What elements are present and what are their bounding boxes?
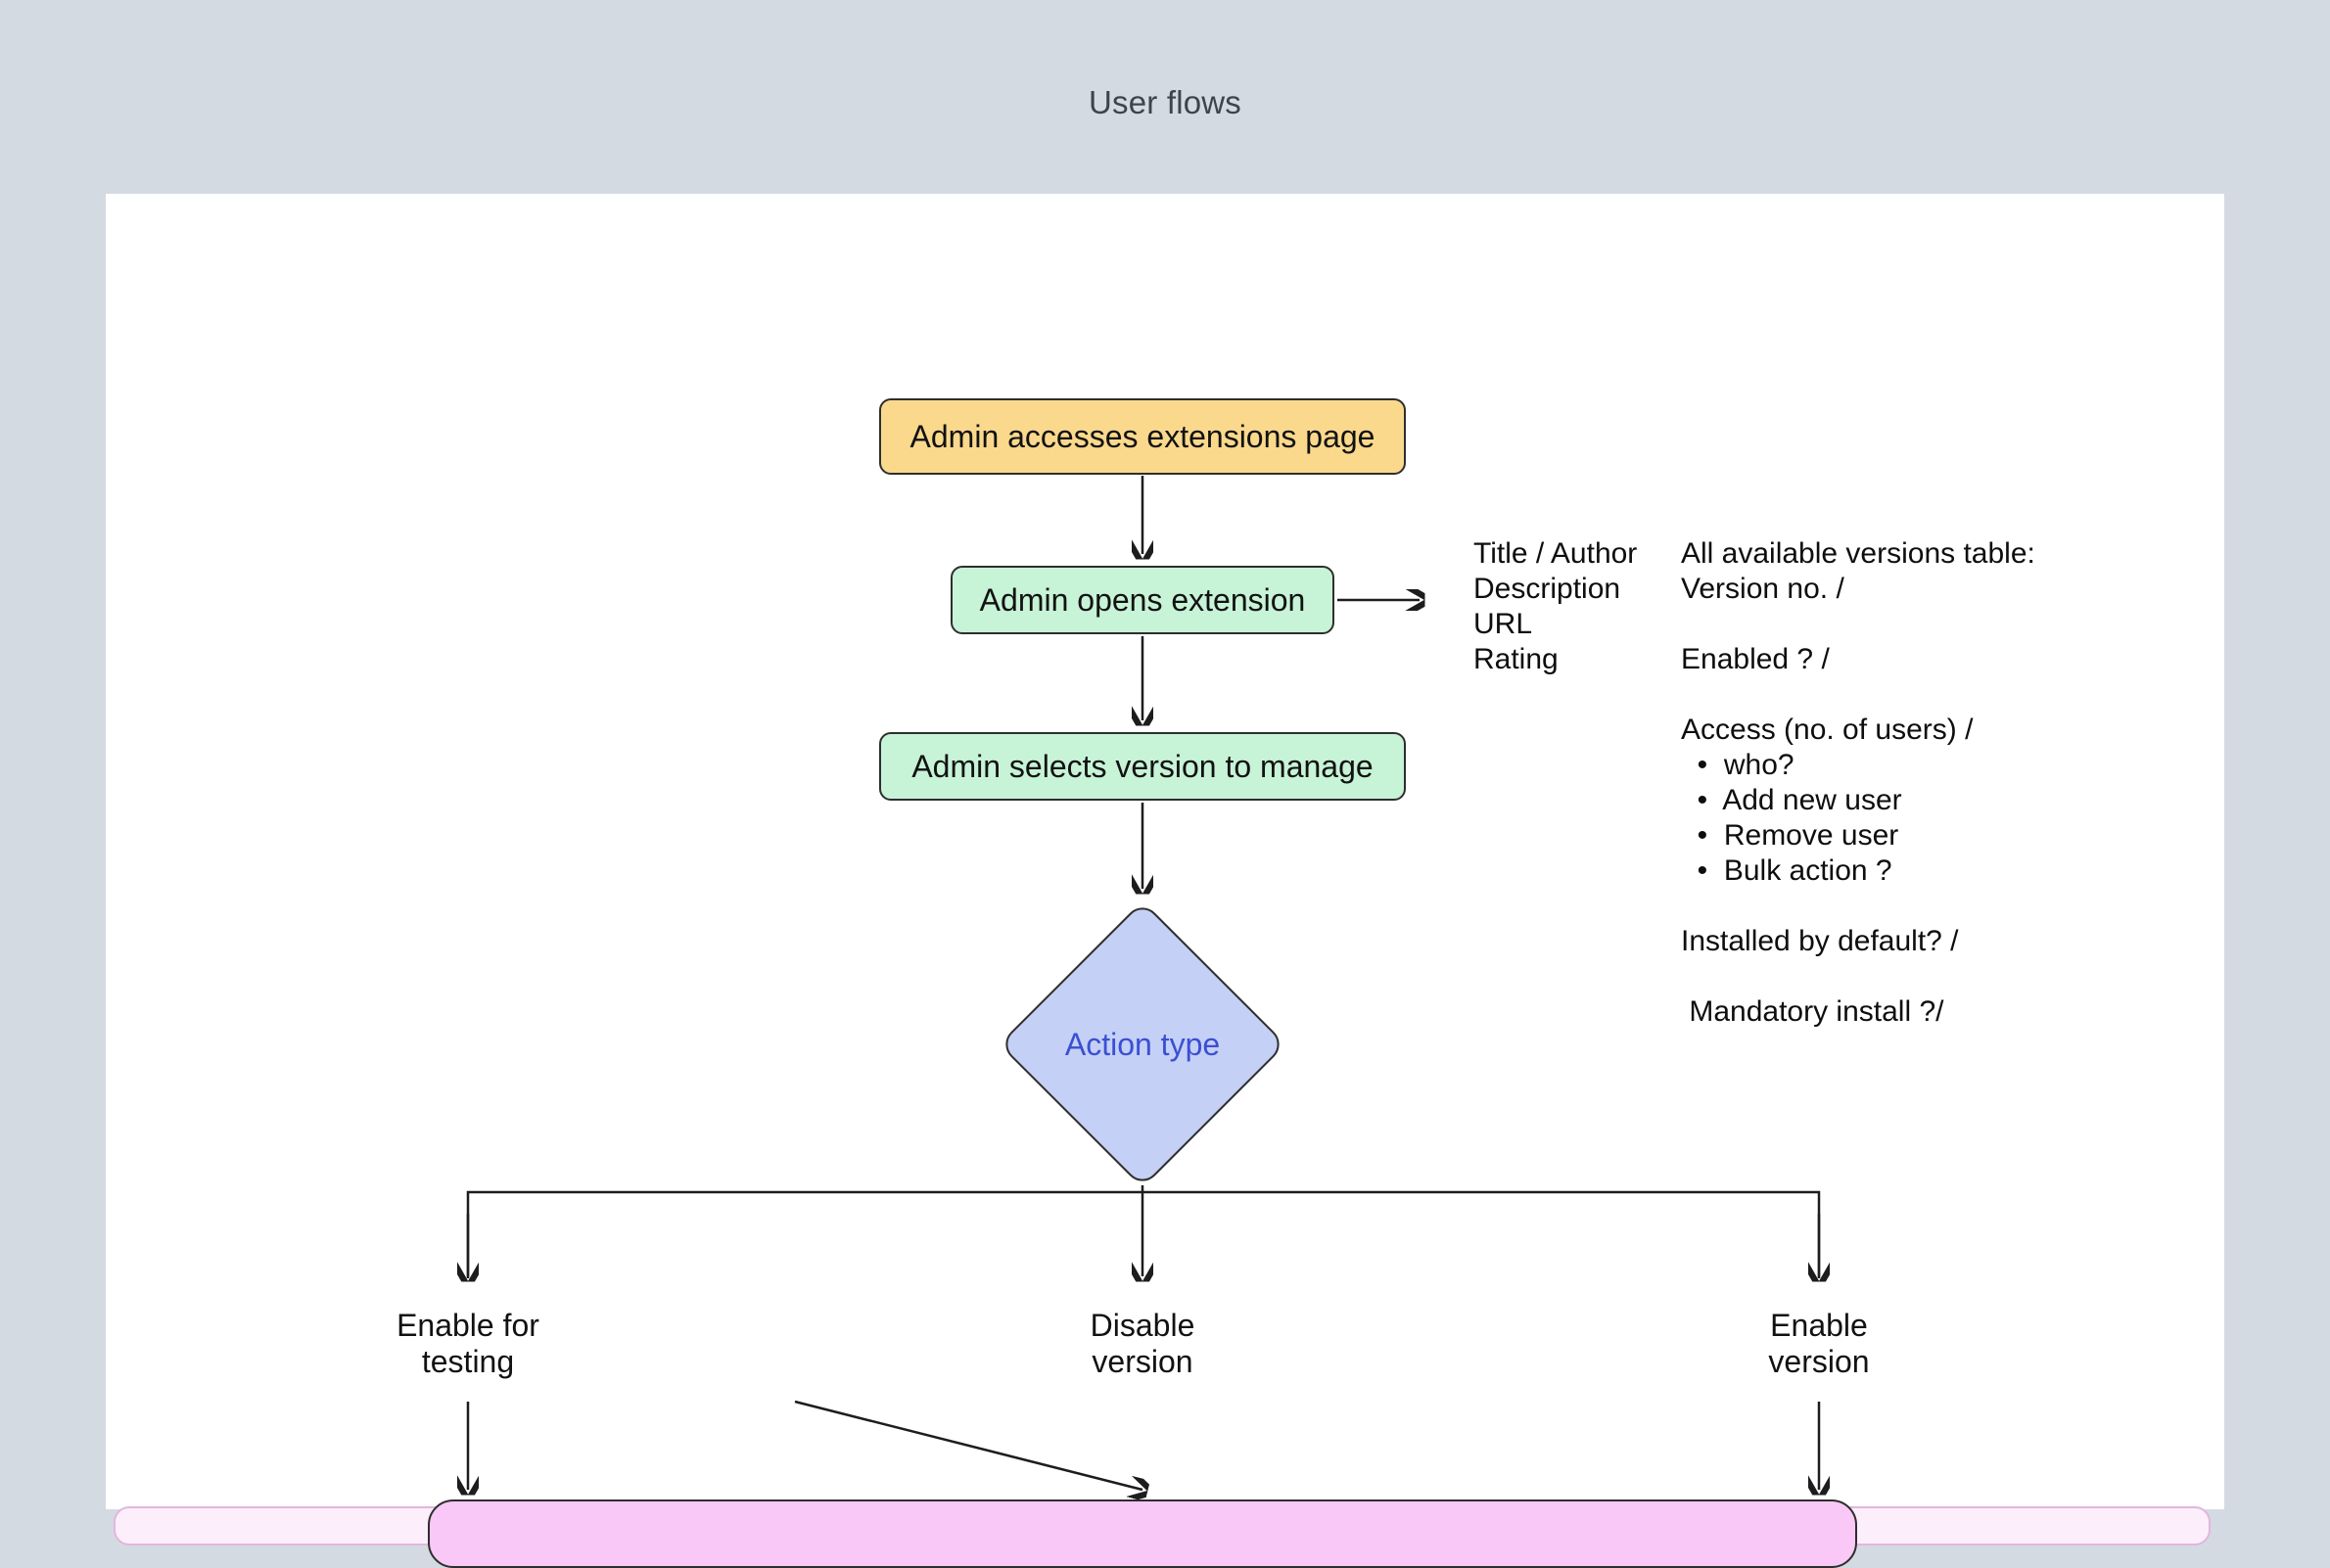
branch-line: version: [1092, 1344, 1193, 1379]
note-line: All available versions table:: [1681, 537, 2035, 570]
note-line: Version no. /: [1681, 573, 1844, 605]
note-line-bullet: • who?: [1681, 749, 1794, 781]
branch-label-enable-version[interactable]: Enable version: [1672, 1308, 1966, 1380]
node-admin-accesses-extensions-page[interactable]: Admin accesses extensions page: [879, 398, 1406, 475]
note-line: [1681, 889, 2035, 924]
note-line-bullet: • Add new user: [1681, 784, 1902, 816]
note-line: [1681, 677, 2035, 713]
branch-line: version: [1768, 1344, 1870, 1379]
note-line: Enabled ? /: [1681, 643, 1830, 675]
node-label: Action type: [1064, 1026, 1221, 1062]
branch-line: testing: [421, 1344, 515, 1379]
node-label: Admin accesses extensions page: [909, 418, 1375, 454]
node-admin-opens-extension[interactable]: Admin opens extension: [951, 566, 1334, 634]
node-outcome[interactable]: [428, 1499, 1857, 1568]
extension-details-note[interactable]: Title / Author Description URL Rating: [1473, 536, 1637, 677]
node-label: Admin selects version to manage: [911, 748, 1374, 784]
branch-label-enable-for-testing[interactable]: Enable for testing: [321, 1308, 615, 1380]
note-line: Mandatory install ?/: [1681, 995, 1944, 1028]
branch-line: Enable for: [396, 1308, 539, 1343]
branch-line: Enable: [1770, 1308, 1868, 1343]
note-line: Installed by default? /: [1681, 925, 1959, 957]
node-admin-selects-version[interactable]: Admin selects version to manage: [879, 732, 1406, 801]
note-line: Rating: [1473, 643, 1559, 675]
versions-table-note[interactable]: All available versions table: Version no…: [1681, 536, 2035, 1030]
branch-label-disable-version[interactable]: Disable version: [996, 1308, 1289, 1380]
note-line: [1681, 607, 2035, 642]
note-line: [1681, 959, 2035, 994]
branch-line: Disable: [1090, 1308, 1195, 1343]
node-label: Admin opens extension: [979, 581, 1306, 618]
user-flows-page: User flows Admin accesses extensions pag…: [106, 84, 2224, 1568]
note-line-bullet: • Bulk action ?: [1681, 854, 1892, 887]
note-line: Access (no. of users) /: [1681, 714, 1974, 746]
page-title: User flows: [1088, 84, 1242, 120]
note-line: Title / Author: [1473, 537, 1638, 570]
note-line-bullet: • Remove user: [1681, 819, 1899, 852]
note-line: Description: [1473, 573, 1621, 605]
note-line: URL: [1473, 608, 1533, 640]
